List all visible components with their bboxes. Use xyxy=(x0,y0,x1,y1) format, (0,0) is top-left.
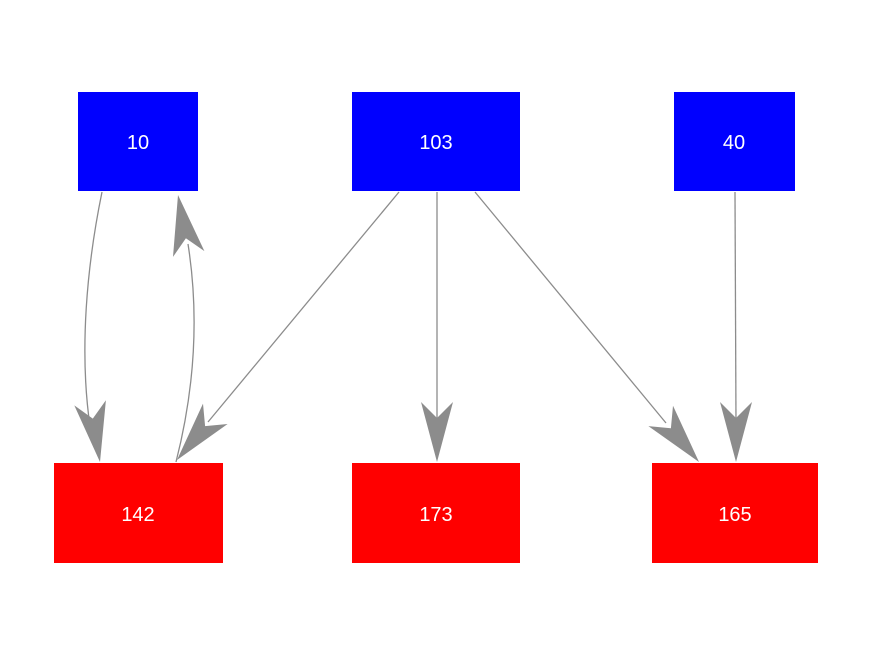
nodes-layer: 10 103 40 142 173 165 xyxy=(54,92,818,563)
node-165: 165 xyxy=(652,463,818,563)
edge-10-142 xyxy=(74,191,106,462)
node-165-rect xyxy=(652,463,818,563)
edge-142-10-line xyxy=(175,243,195,463)
edge-103-142-arrowhead-icon xyxy=(177,403,228,460)
edge-142-10 xyxy=(173,195,205,463)
edge-40-165 xyxy=(720,191,752,462)
node-142-label: 142 xyxy=(121,504,154,526)
edge-103-142-line xyxy=(207,191,400,423)
node-173-label: 173 xyxy=(419,504,452,526)
edge-103-173 xyxy=(421,192,453,462)
node-173: 173 xyxy=(352,463,520,563)
node-165-label: 165 xyxy=(718,504,751,526)
node-40: 40 xyxy=(674,92,795,191)
edge-10-142-line xyxy=(84,191,103,427)
node-10-label: 10 xyxy=(127,132,149,154)
node-142-rect xyxy=(54,463,223,563)
edge-142-10-arrowhead-icon xyxy=(173,195,205,257)
node-10-rect xyxy=(78,92,198,191)
edge-103-173-arrowhead-icon xyxy=(421,402,453,462)
edge-103-165-arrowhead-icon xyxy=(648,405,699,462)
node-40-label: 40 xyxy=(723,132,745,154)
edge-103-165-line xyxy=(474,191,667,424)
node-103-rect xyxy=(352,92,520,191)
edge-40-165-line xyxy=(734,191,737,425)
node-103: 103 xyxy=(352,92,520,191)
edge-10-142-arrowhead-icon xyxy=(74,400,106,462)
node-40-rect xyxy=(674,92,795,191)
edge-103-142 xyxy=(177,191,400,460)
edges-layer xyxy=(74,191,752,463)
node-103-label: 103 xyxy=(419,132,452,154)
node-173-rect xyxy=(352,463,520,563)
node-142: 142 xyxy=(54,463,223,563)
edge-40-165-arrowhead-icon xyxy=(720,402,752,462)
node-10: 10 xyxy=(78,92,198,191)
edge-103-165 xyxy=(474,191,699,462)
